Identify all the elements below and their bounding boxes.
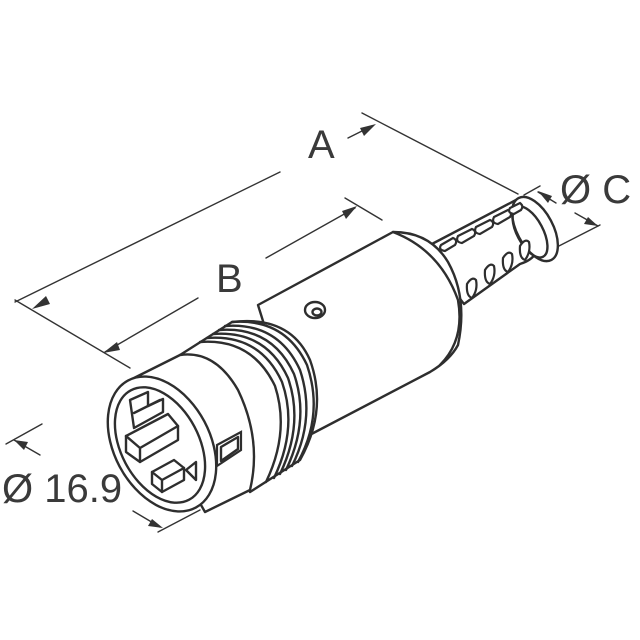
screw-hole-outer [303,300,327,320]
dim-b-label: B [216,257,243,301]
screw-hole-inner [311,307,323,317]
contact-bottom-edge [150,466,186,494]
ring-rear-edge [230,320,315,464]
slot [483,263,496,286]
dim-169-arrow-top [14,440,28,450]
dim-a-arrow-left [32,296,50,309]
slot [456,227,477,245]
body-rear-edge [391,230,461,367]
dim-169-arrow-bottom [148,519,163,528]
dim-a-label: A [308,123,335,167]
key-slot-inner [219,435,240,463]
dim-b-line-left [104,297,199,353]
dim-b-arrow-left [103,342,120,353]
dimension-a: A [14,112,519,369]
dimension-b: B [103,197,383,353]
contact-top [128,390,165,430]
thread-line [211,332,296,476]
slot [474,218,495,236]
dim-c-label: Ø C [560,168,631,212]
contact-bottom-wedge [184,460,198,482]
dim-c-extension-bottom [554,224,601,249]
dimension-c: Ø C [523,168,631,249]
dim-a-extension-right [361,112,519,195]
dim-169-extension-bottom [157,509,201,533]
contact-top-edge [132,398,162,415]
dim-c-extension-top [523,185,541,196]
dim-c-arrow-bottom [584,217,598,226]
dim-c-arrow-top [538,191,552,203]
contact-middle-edge [124,424,180,464]
strain-relief [428,195,560,306]
slot [465,277,478,300]
dim-169-extension-top [5,423,43,445]
dimension-16-9: Ø 16.9 [2,423,201,533]
slot [518,239,531,262]
dim-b-extension-right [344,197,383,221]
thread-line [217,328,302,472]
dim-b-arrow-right [342,206,357,219]
dim-169-label: Ø 16.9 [2,467,122,511]
dim-a-extension-left [14,299,131,369]
slot [439,236,458,253]
dim-b-line-right [265,207,356,259]
front-face [106,375,218,513]
thread-line [223,324,308,468]
dim-a-line-left [14,171,281,303]
slot [501,251,514,274]
thread-line [198,340,282,484]
thread-line [205,336,290,480]
dim-a-arrow-right [360,124,376,136]
slot [508,201,524,216]
